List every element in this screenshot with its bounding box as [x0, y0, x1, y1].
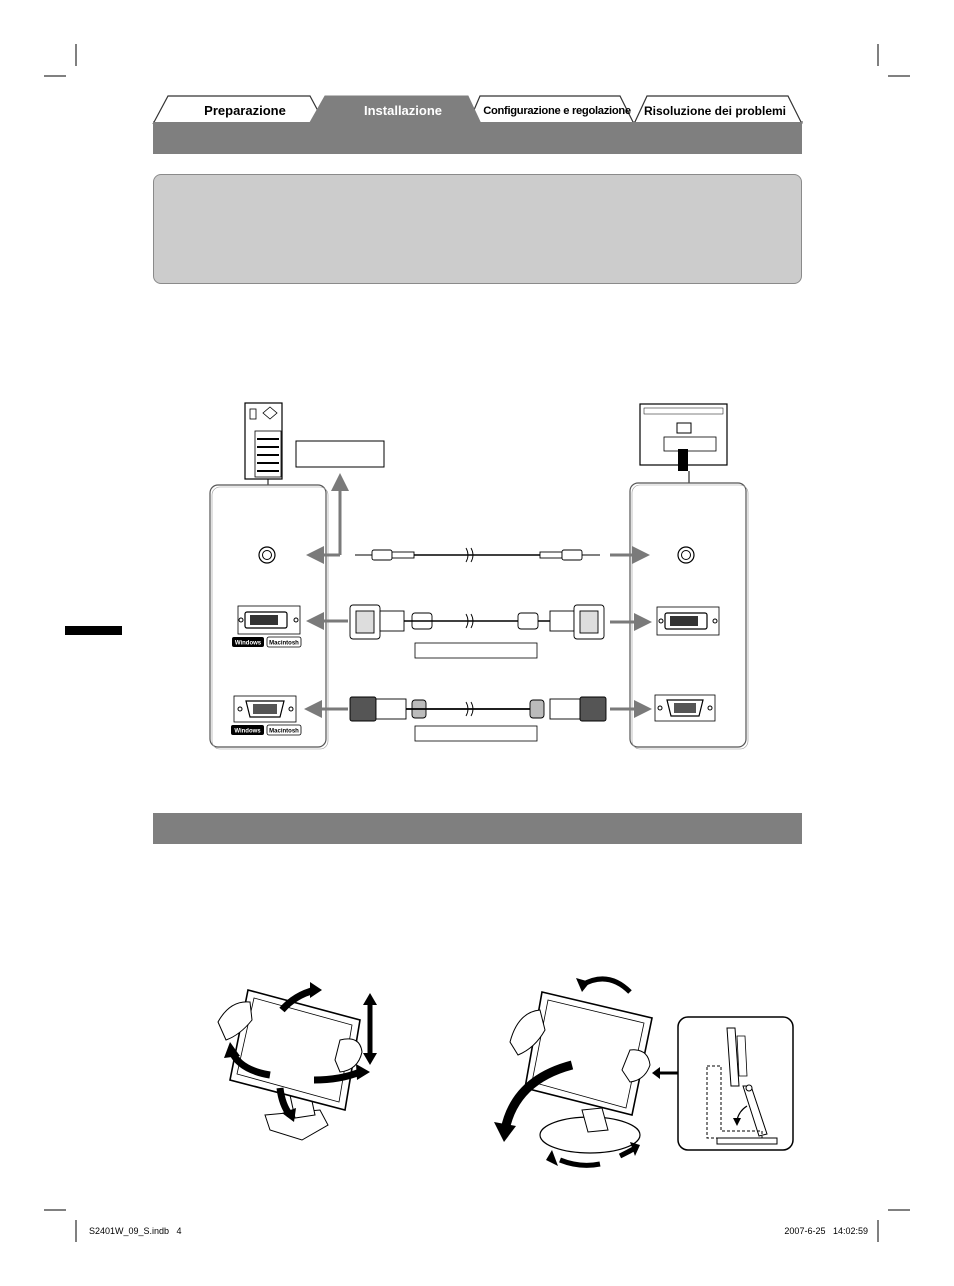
vga-cable-label-box [414, 725, 538, 742]
tab-installazione[interactable]: Installazione [363, 103, 443, 118]
stand-detail-illustration [677, 1016, 794, 1151]
vga-port-icon: Windows Macintosh [231, 695, 302, 736]
connection-diagram: Windows Macintosh Windows Macintosh [209, 402, 749, 750]
monitor-dvi-port-icon [656, 606, 720, 636]
tab-preparazione[interactable]: Preparazione [204, 103, 286, 118]
info-box [153, 174, 802, 284]
footer-file-name: S2401W_09_S.indb 4 [89, 1226, 182, 1236]
section-bar-top [153, 122, 802, 154]
dvi-cable-label-box [414, 642, 538, 659]
pc-callout-box [295, 440, 385, 468]
vga-cable-icon [349, 696, 607, 722]
footer-timestamp: 2007-6-25 14:02:59 [784, 1226, 868, 1236]
audio-jack-icon [258, 546, 695, 564]
monitor-vga-port-icon [654, 694, 716, 722]
monitor-swivel-illustration [494, 976, 653, 1168]
tab-shape-risoluzione [633, 95, 803, 125]
windows-badge-vga: Windows [234, 729, 261, 735]
macintosh-badge-dvi: Macintosh [269, 641, 299, 647]
monitor-adjust-illustration [217, 982, 377, 1141]
monitor-back-icon [639, 403, 728, 487]
detail-pointer-arrow [652, 1067, 678, 1079]
windows-badge-dvi: Windows [235, 641, 262, 647]
tab-configurazione[interactable]: Configurazione e regolazione [483, 105, 631, 117]
audio-cable-icon [355, 547, 600, 563]
tab-strip [152, 95, 803, 127]
macintosh-badge-vga: Macintosh [269, 729, 299, 735]
pc-tower-icon [244, 402, 283, 485]
dvi-cable-icon [349, 604, 605, 640]
language-side-marker [65, 626, 122, 635]
connection-arrows [304, 473, 652, 718]
section-bar-bottom [153, 813, 802, 844]
tab-risoluzione[interactable]: Risoluzione dei problemi [643, 104, 786, 118]
dvi-port-icon: Windows Macintosh [232, 605, 302, 648]
